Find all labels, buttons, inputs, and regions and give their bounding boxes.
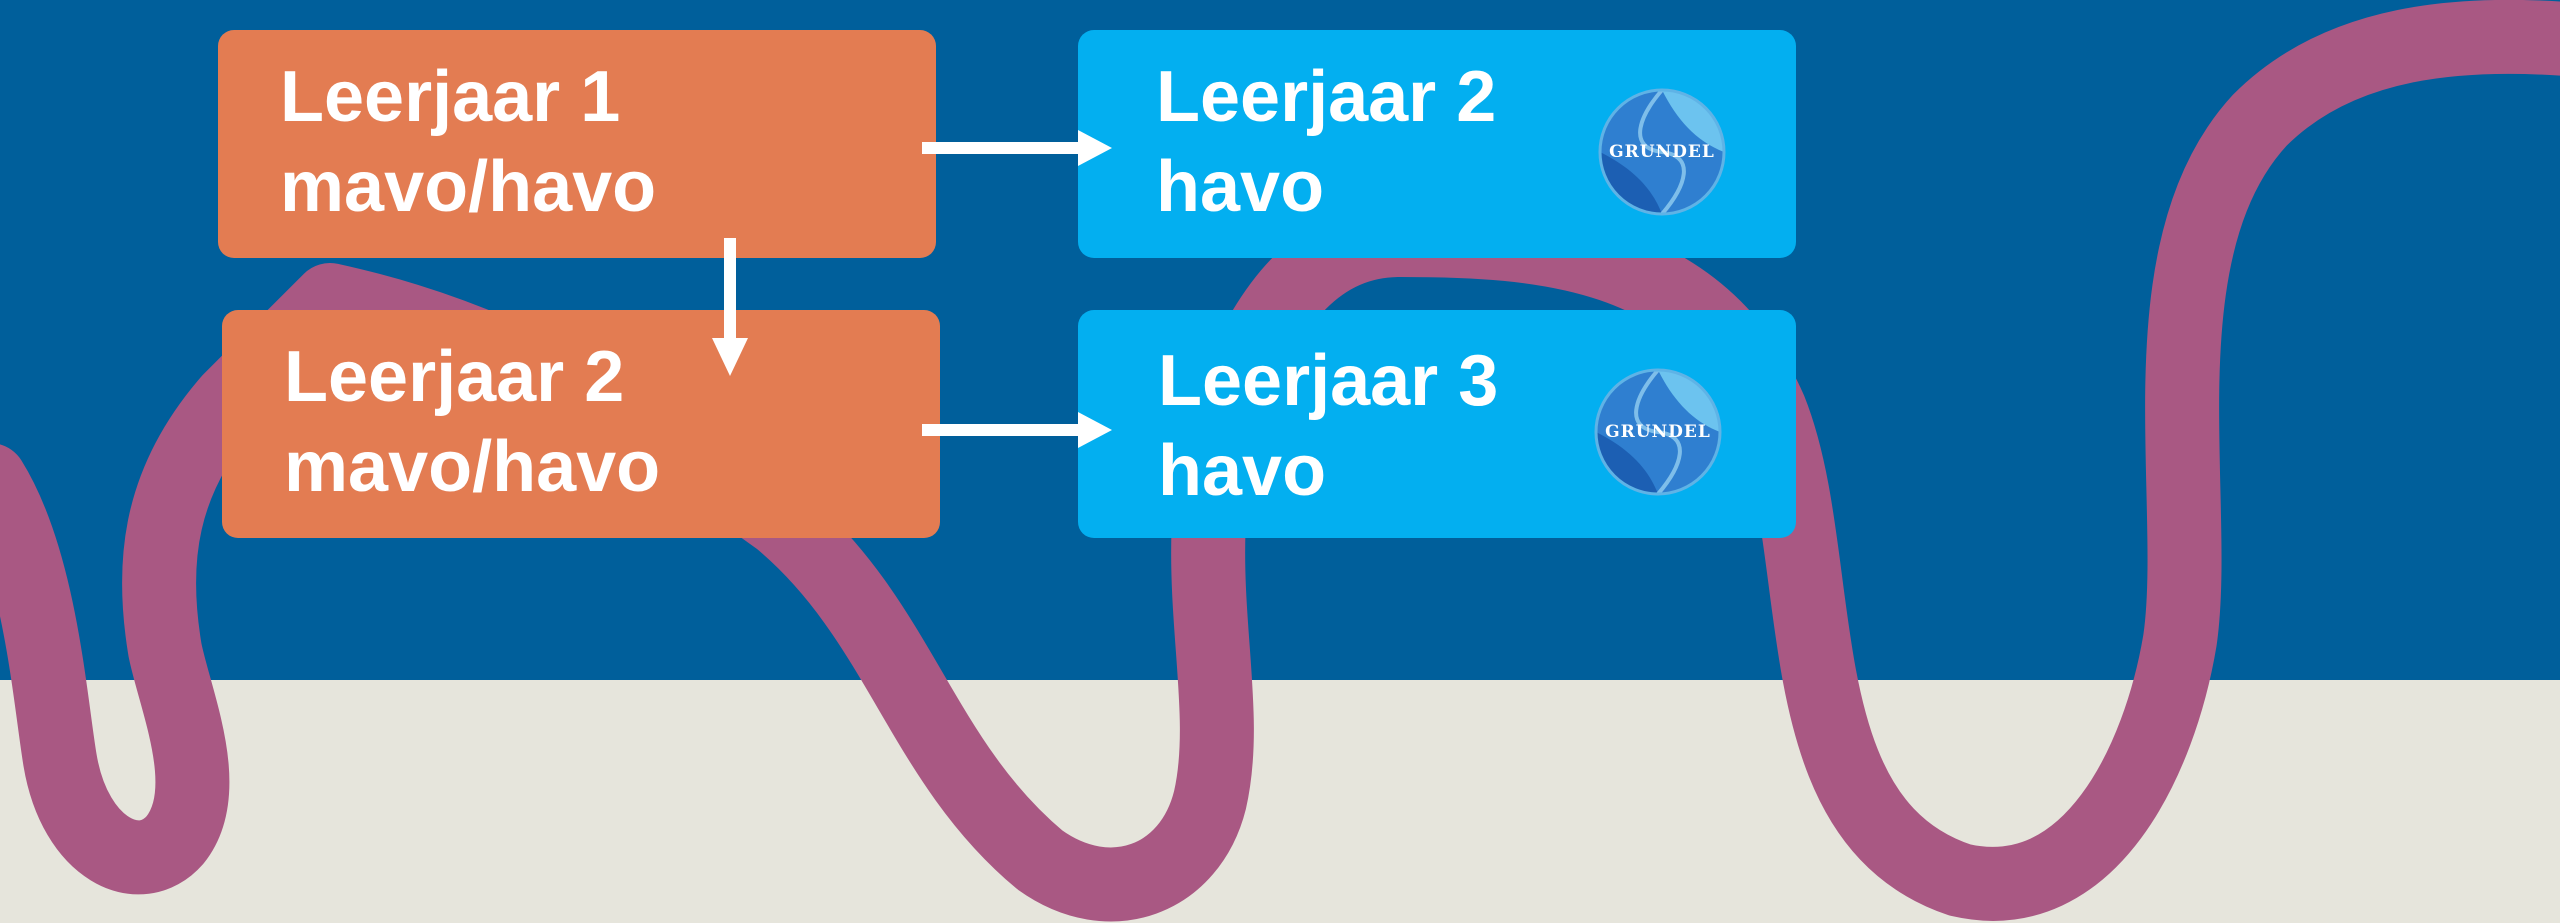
box-leerjaar3-havo-label: Leerjaar 3 havo [1158,336,1498,516]
box-leerjaar3-havo: Leerjaar 3 havo GRUNDEL [1078,310,1796,538]
grundel-logo-text: GRUNDEL [1605,422,1711,442]
box-label-line1: Leerjaar 2 [1156,57,1497,137]
arrow-leerjaar2-mavo-havo-to-leerjaar3-havo [922,412,1112,448]
arrow-leerjaar1-to-leerjaar2-mavo-havo [712,238,748,376]
box-leerjaar2-havo: Leerjaar 2 havo GRUNDEL [1078,30,1796,258]
grundel-logo: GRUNDEL [1594,368,1722,496]
grundel-logo: GRUNDEL [1598,88,1726,216]
box-leerjaar2-mavo-havo: Leerjaar 2 mavo/havo [222,310,940,538]
box-leerjaar1-mavo-havo-label: Leerjaar 1 mavo/havo [280,52,656,232]
box-label-line1: Leerjaar 2 [284,337,625,417]
box-leerjaar1-mavo-havo: Leerjaar 1 mavo/havo [218,30,936,258]
grundel-logo-circle [1594,368,1722,496]
box-leerjaar2-mavo-havo-label: Leerjaar 2 mavo/havo [284,332,660,512]
box-label-line1: Leerjaar 1 [280,57,621,137]
grundel-logo-text: GRUNDEL [1609,142,1715,162]
box-label-line2: mavo/havo [284,427,661,507]
box-label-line2: mavo/havo [280,147,657,227]
box-leerjaar2-havo-label: Leerjaar 2 havo [1156,52,1496,232]
arrow-leerjaar1-to-leerjaar2-havo [922,130,1112,166]
box-label-line2: havo [1158,431,1327,511]
grundel-logo-circle [1598,88,1726,216]
box-label-line2: havo [1156,147,1325,227]
box-label-line1: Leerjaar 3 [1158,341,1499,421]
